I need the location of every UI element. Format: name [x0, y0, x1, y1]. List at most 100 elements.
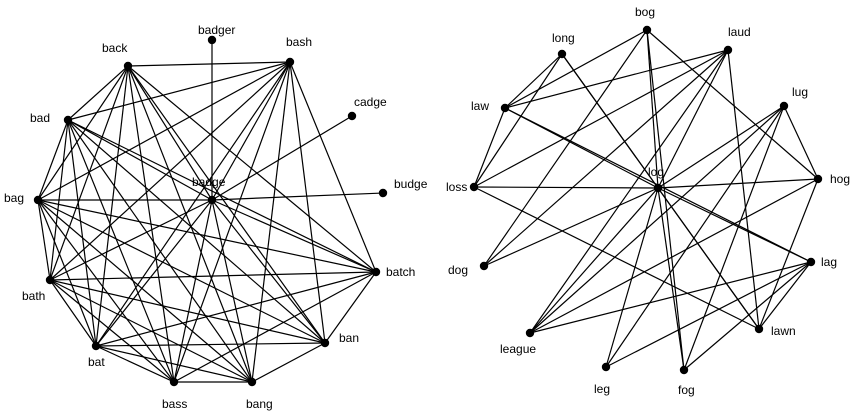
node-label-bang: bang	[246, 397, 273, 411]
edge-bag-batch	[37, 199, 377, 273]
edge-dog-laud	[483, 49, 729, 267]
edge-bang-badge	[211, 199, 253, 383]
node-label-lawn: lawn	[771, 324, 796, 338]
node-badger: badger	[198, 23, 235, 45]
node-label-long: long	[552, 31, 575, 45]
node-long: long	[552, 31, 575, 59]
edge-lug-fog	[683, 105, 785, 371]
edge-laud-log	[657, 49, 729, 189]
edge-bog-law	[504, 29, 648, 109]
edge-bang-ban	[251, 342, 326, 383]
edge-bash-badge	[211, 61, 291, 201]
node-dot-budge	[378, 188, 388, 198]
node-dot-bass	[169, 377, 179, 387]
edge-bath-bat	[49, 279, 97, 347]
node-dot-league	[525, 328, 535, 338]
node-label-fog: fog	[678, 383, 695, 397]
node-label-leg: leg	[594, 382, 610, 396]
node-label-bat: bat	[88, 355, 105, 369]
node-hog: hog	[813, 172, 850, 186]
edge-badge-ban	[211, 199, 326, 344]
edge-bass-badge	[173, 199, 213, 383]
edge-log-leg	[605, 187, 659, 368]
node-bog: bog	[635, 5, 655, 35]
edge-bash-bat	[95, 61, 291, 347]
edge-badge-batch	[211, 199, 377, 273]
node-label-lag: lag	[821, 255, 837, 269]
edge-bath-badge	[49, 199, 213, 281]
node-budge: budge	[378, 177, 428, 198]
node-bass: bass	[162, 377, 187, 411]
node-label-cadge: cadge	[354, 95, 387, 109]
node-label-hog: hog	[830, 172, 850, 186]
edge-log-hog	[657, 178, 819, 189]
node-dot-lawn	[754, 324, 764, 334]
node-lag: lag	[806, 255, 837, 269]
node-back: back	[102, 41, 133, 71]
node-dot-fog	[679, 365, 689, 375]
edge-bad-ban	[67, 119, 326, 344]
edge-back-bad	[67, 65, 129, 121]
edge-bog-log	[646, 29, 659, 189]
node-log: log	[648, 165, 664, 193]
node-dot-bag	[33, 195, 43, 205]
edge-lag-fog	[683, 261, 812, 371]
node-dog: dog	[448, 261, 489, 277]
edge-bog-dog	[483, 29, 648, 267]
edge-back-badge	[127, 65, 213, 201]
node-label-bass: bass	[162, 397, 187, 411]
edge-lug-hog	[783, 105, 819, 180]
node-bang: bang	[246, 377, 273, 411]
node-label-badge: badge	[192, 175, 226, 189]
edge-bog-fog	[646, 29, 685, 371]
edges	[473, 29, 819, 371]
node-dot-bat	[91, 341, 101, 351]
node-dot-badge	[207, 195, 217, 205]
node-label-dog: dog	[448, 263, 468, 277]
edge-laud-lawn	[727, 49, 760, 330]
node-law: law	[471, 99, 510, 113]
edge-batch-ban	[324, 271, 377, 344]
edge-bash-bass	[173, 61, 291, 383]
edge-bad-bag	[37, 119, 69, 201]
edge-league-lug	[529, 105, 785, 334]
edge-log-dog	[483, 187, 659, 267]
edge-bath-bass	[49, 279, 175, 383]
node-fog: fog	[678, 365, 695, 397]
edge-bag-bath	[37, 199, 51, 281]
node-dot-bog	[642, 25, 652, 35]
node-label-batch: batch	[386, 265, 415, 279]
edge-law-loss	[473, 107, 506, 188]
node-lawn: lawn	[754, 324, 796, 338]
node-loss: loss	[446, 180, 479, 194]
node-leg: leg	[594, 362, 611, 396]
edge-lag-leg	[605, 261, 812, 368]
edge-bass-batch	[173, 271, 377, 383]
node-label-bag: bag	[4, 191, 24, 205]
edge-laud-league	[529, 49, 729, 334]
node-label-back: back	[102, 41, 128, 55]
edge-budge-badge	[211, 192, 384, 201]
edge-bag-ban	[37, 199, 326, 344]
edge-lag-lawn	[758, 261, 812, 330]
node-dot-laud	[723, 45, 733, 55]
node-dot-long	[557, 49, 567, 59]
edge-long-law	[504, 53, 563, 109]
node-label-bad: bad	[30, 111, 50, 125]
edge-bat-ban	[95, 342, 326, 347]
edge-bash-bang	[251, 61, 291, 383]
edge-bash-bad	[67, 61, 291, 121]
edge-bad-batch	[67, 119, 377, 273]
node-dot-batch	[371, 267, 381, 277]
node-dot-bang	[247, 377, 257, 387]
edge-hog-lawn	[758, 178, 819, 330]
edge-bat-bang	[95, 345, 253, 383]
edge-back-batch	[127, 65, 377, 273]
edge-bash-ban	[289, 61, 326, 344]
edge-long-loss	[473, 53, 563, 188]
node-dot-bath	[45, 275, 55, 285]
edge-bag-bat	[37, 199, 97, 347]
node-badge: badge	[192, 175, 226, 205]
